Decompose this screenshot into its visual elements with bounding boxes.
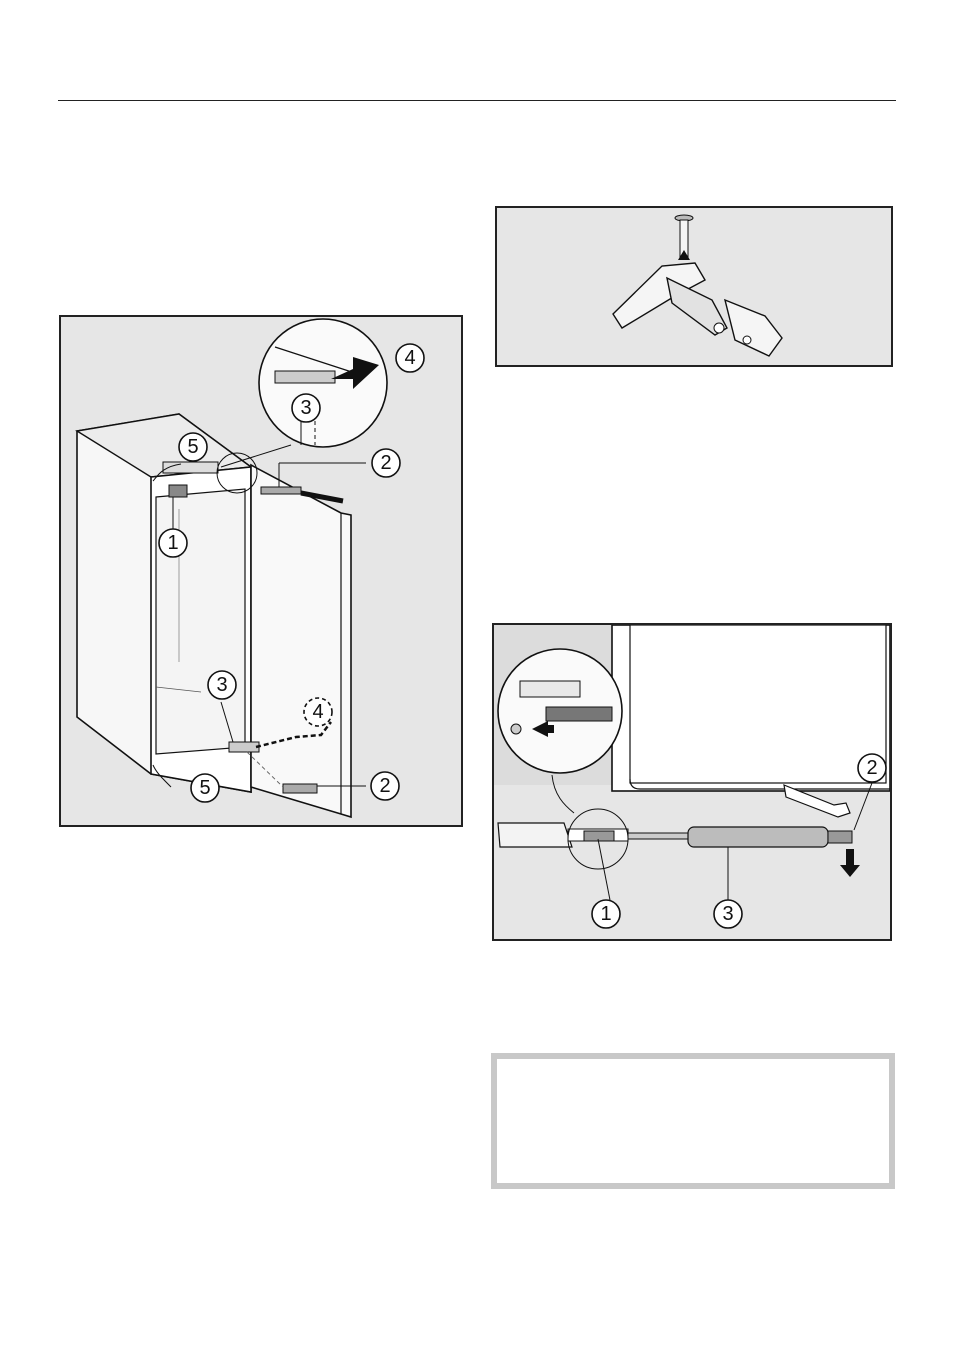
callout-3: 3 [714,900,742,928]
door-damper-figure: 2 1 3 [492,623,892,941]
svg-text:2: 2 [380,452,391,474]
callout-4-bottom: 4 [304,698,332,726]
svg-text:3: 3 [300,397,311,419]
damper-detail-inset [498,649,622,773]
svg-text:2: 2 [379,775,390,797]
header-rule [58,100,896,101]
callout-3-bottom: 3 [208,671,236,699]
cabinet-corner [612,625,890,791]
note-box [491,1053,895,1189]
callout-5-top: 5 [179,433,207,461]
cabinet-door-removal-figure: 5 1 2 3 4 3 4 2 [59,315,463,827]
damper-assembly [498,785,860,877]
callout-3-inset: 3 [292,394,320,422]
callout-2: 2 [858,754,886,782]
callout-1: 1 [159,529,187,557]
callout-1: 1 [592,900,620,928]
hinge-pin [675,215,693,260]
hinge-detail-inset [221,319,387,467]
cabinet-door [251,465,351,817]
hinge-arms [613,263,782,356]
svg-text:5: 5 [199,777,210,799]
svg-text:1: 1 [600,903,611,925]
svg-text:4: 4 [312,701,323,723]
callout-2-bottom: 2 [371,772,399,800]
hinge-pin-figure [495,206,893,367]
svg-text:1: 1 [167,532,178,554]
callout-5-bottom: 5 [191,774,219,802]
svg-text:3: 3 [216,674,227,696]
callout-4-top: 4 [396,344,424,372]
callout-2-top: 2 [372,449,400,477]
svg-text:4: 4 [404,347,415,369]
svg-text:2: 2 [866,757,877,779]
svg-text:5: 5 [187,436,198,458]
svg-text:3: 3 [722,903,733,925]
